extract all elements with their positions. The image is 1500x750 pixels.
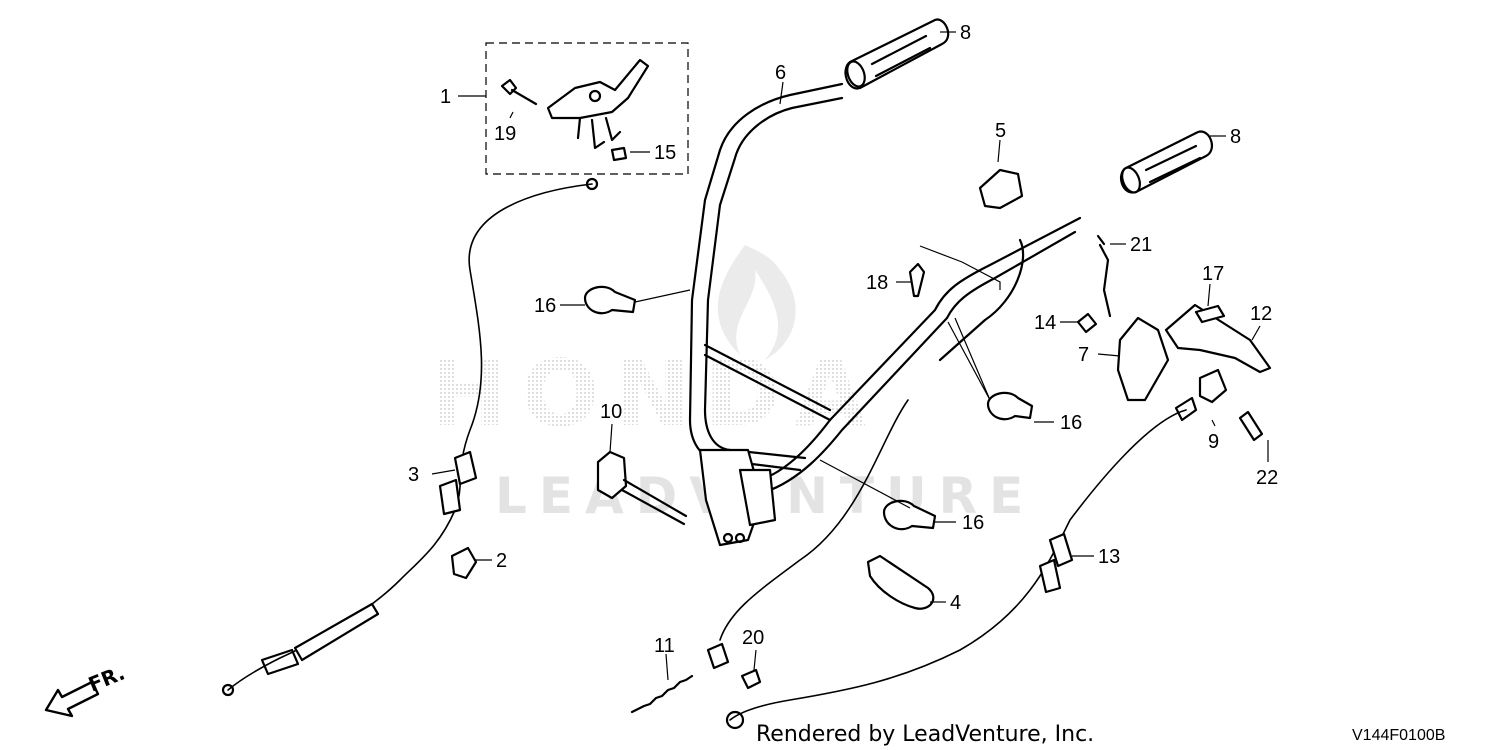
- cable-holder: [450, 546, 478, 580]
- throttle-lever-assembly: [485, 42, 689, 175]
- callout-label: 15: [654, 142, 676, 164]
- callout-label: 5: [995, 120, 1006, 142]
- callout-label: 13: [1098, 546, 1120, 568]
- direction-label: FR.: [85, 661, 128, 697]
- callout-label: 18: [866, 272, 888, 294]
- spring: [630, 674, 694, 714]
- watermark-flame-icon: [717, 245, 796, 360]
- callout-label: 8: [960, 22, 971, 44]
- cable-band: [866, 554, 935, 610]
- clamp-group: [583, 285, 1034, 531]
- callout-label: 20: [742, 627, 764, 649]
- callout-label: 16: [1060, 412, 1082, 434]
- callout-label: 14: [1034, 312, 1056, 334]
- diagram-code: V144F0100B: [1352, 727, 1445, 744]
- callout-label: 7: [1078, 344, 1089, 366]
- callout-label: 16: [534, 295, 556, 317]
- callout-label: 8: [1230, 126, 1241, 148]
- throttle-cable: [221, 177, 599, 697]
- grip-left: [844, 18, 950, 90]
- callouts: 1 19 15 6 8 5 8 21 16 18 17 14 12 7 3 10…: [408, 22, 1278, 657]
- callout-label: 21: [1130, 234, 1152, 256]
- callout-label: 19: [494, 123, 516, 145]
- cable-end: [706, 642, 730, 670]
- callout-label: 3: [408, 464, 419, 486]
- callout-label: 17: [1202, 263, 1224, 285]
- bolt-small: [740, 668, 762, 690]
- arrow-left-icon: [44, 680, 100, 718]
- callout-label: 1: [440, 86, 451, 108]
- callout-label: 10: [600, 401, 622, 423]
- handlebar-frame: [688, 82, 1082, 547]
- leader-lines: [431, 31, 1269, 681]
- lower-cable: [719, 399, 909, 641]
- cable-clip: [978, 168, 1024, 210]
- bolt-18: [908, 262, 926, 298]
- watermark-brand: HONDA: [430, 340, 880, 447]
- callout-label: 9: [1208, 431, 1219, 453]
- clutch-bracket-assembly: [1076, 234, 1272, 442]
- render-credit: Rendered by LeadVenture, Inc.: [756, 722, 1094, 747]
- grip-right: [1119, 130, 1214, 194]
- callout-label: 2: [496, 550, 507, 572]
- callout-label: 16: [962, 512, 984, 534]
- callout-label: 6: [775, 62, 786, 84]
- callout-label: 12: [1250, 303, 1272, 325]
- callout-label: 22: [1256, 467, 1278, 489]
- clutch-cable: [725, 396, 1198, 730]
- callout-label: 11: [654, 635, 675, 657]
- callout-label: 4: [950, 592, 961, 614]
- front-direction-indicator: FR.: [44, 661, 128, 718]
